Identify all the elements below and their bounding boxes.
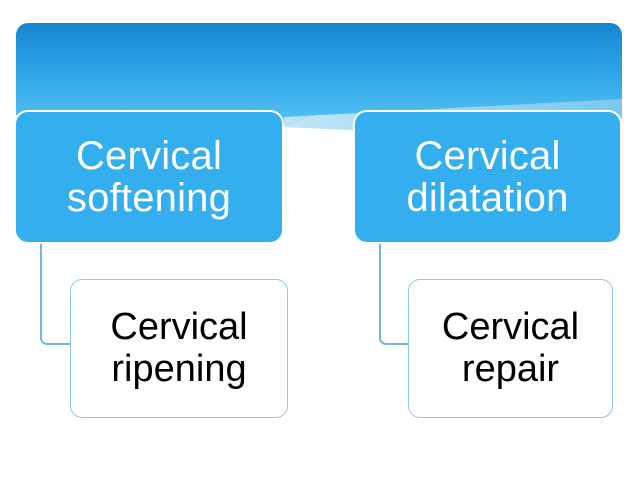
node-cervical-repair-label: Cervical repair xyxy=(441,305,580,390)
node-cervical-repair[interactable]: Cervical repair xyxy=(408,279,613,418)
connector-softening-ripening xyxy=(40,238,90,345)
node-cervical-ripening[interactable]: Cervical ripening xyxy=(70,279,288,418)
node-cervical-softening[interactable]: Cervical softening xyxy=(14,110,284,244)
node-cervical-softening-label: Cervical softening xyxy=(66,133,232,220)
banner-body xyxy=(16,23,622,127)
connector-dilatation-repair xyxy=(379,238,429,345)
node-cervical-dilatation[interactable]: Cervical dilatation xyxy=(353,110,622,244)
node-cervical-ripening-label: Cervical ripening xyxy=(110,305,248,390)
node-cervical-dilatation-label: Cervical dilatation xyxy=(406,133,569,220)
